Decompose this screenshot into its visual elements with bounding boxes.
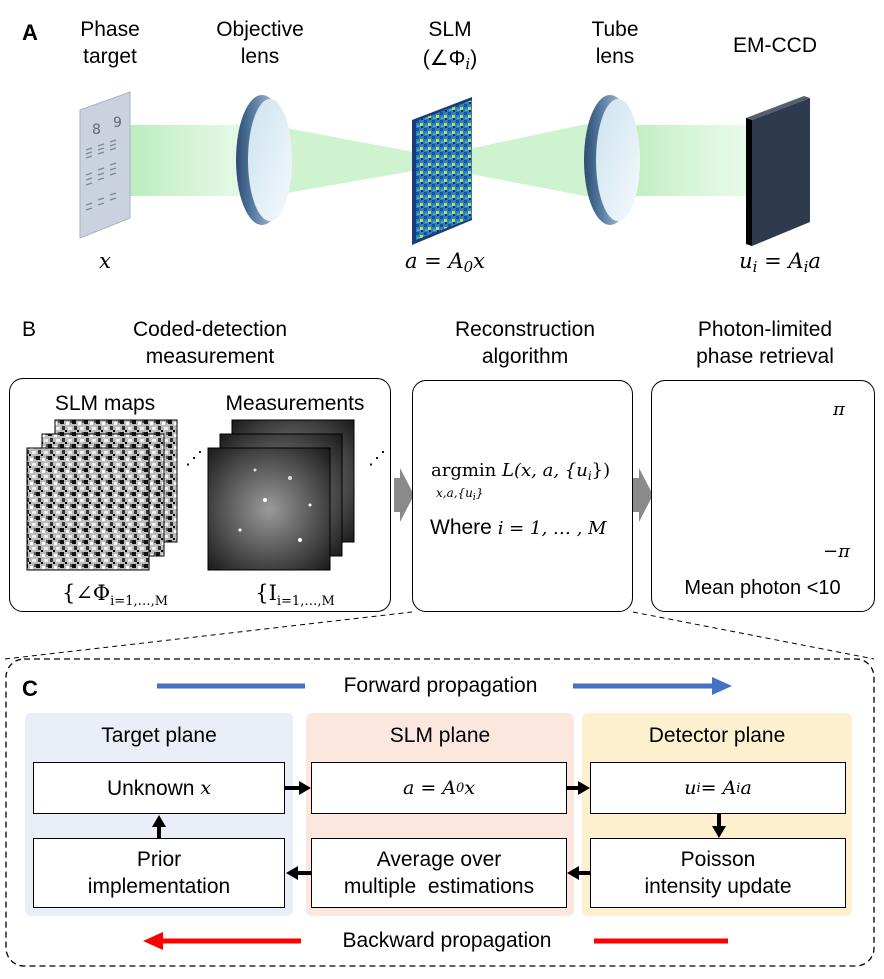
beam-slm-to-tube [440,120,605,200]
measurements-label: Measurements [225,392,365,415]
em-ccd-label: EM-CCD [733,34,817,57]
detector-formula: ui = Aia [739,249,821,276]
panel-c-letter: C [22,676,38,701]
slm-icon [412,97,472,245]
result-box [651,380,875,612]
colorbar-max-label: π [833,399,845,420]
tube-lens-icon [584,95,640,225]
measurement-stack [207,419,355,571]
reconstruction-title: Reconstruction algorithm [454,318,596,368]
argmin-expression: argmin L(x, a, {ui}) [431,460,611,483]
forward-propagation-label: Forward propagation [343,674,538,697]
slm-maps-label: SLM maps [54,392,156,415]
slm-phase-label: (∠Φi) [422,47,478,73]
objective-lens-icon [236,95,292,225]
beam-objective-to-slm [270,125,430,196]
meas-set-label: {Ii=1,…,M [255,581,335,609]
tube-lens-label: Tube lens [591,18,639,68]
slm-ellipsis: ⋰ [185,448,203,468]
beam-tube-to-ccd [615,125,752,196]
slm-plane-title: SLM plane [389,724,491,747]
arrow-b2-to-b3 [633,468,653,522]
svg-text:9: 9 [113,115,122,131]
panel-b-letter: B [22,318,37,341]
target-formula: x [99,249,111,273]
photon-limited-title: Photon-limited phase retrieval [696,318,834,368]
arrow-b1-to-b2 [394,468,414,522]
objective-lens-label: Objective lens [216,18,304,68]
beam-target-to-objective [120,125,262,196]
argmin-subscript: x,a,{ui} [436,486,484,503]
measurement-ellipsis: ⋰ [368,448,386,468]
backward-propagation-label: Backward propagation [342,929,552,952]
slm-set-label: {∠Φi=1,…,M [61,581,169,609]
algorithm-box [412,380,633,612]
target-plane-title: Target plane [101,724,217,747]
colorbar-min-label: −π [823,541,850,562]
phase-target-icon: 8 9 [79,91,131,239]
coded-detection-title: Coded-detection measurement [132,318,288,368]
em-ccd-icon [746,96,810,246]
optical-setup-diagram: 8 9 [79,91,810,246]
phase-target-label: Phase target [80,18,140,68]
mean-photon-label: Mean photon <10 [684,577,841,599]
where-clause: Where i = 1, … , M [430,516,607,539]
slm-map-stack [26,419,178,571]
unknown-box: Unknown x [33,762,285,814]
slm-formula: a = A0x [404,249,486,276]
slm-label: SLM [428,18,472,41]
detector-plane-title: Detector plane [648,724,786,747]
svg-text:8: 8 [92,122,101,138]
panel-c-outline [5,658,875,967]
panel-a-letter: A [22,20,38,45]
